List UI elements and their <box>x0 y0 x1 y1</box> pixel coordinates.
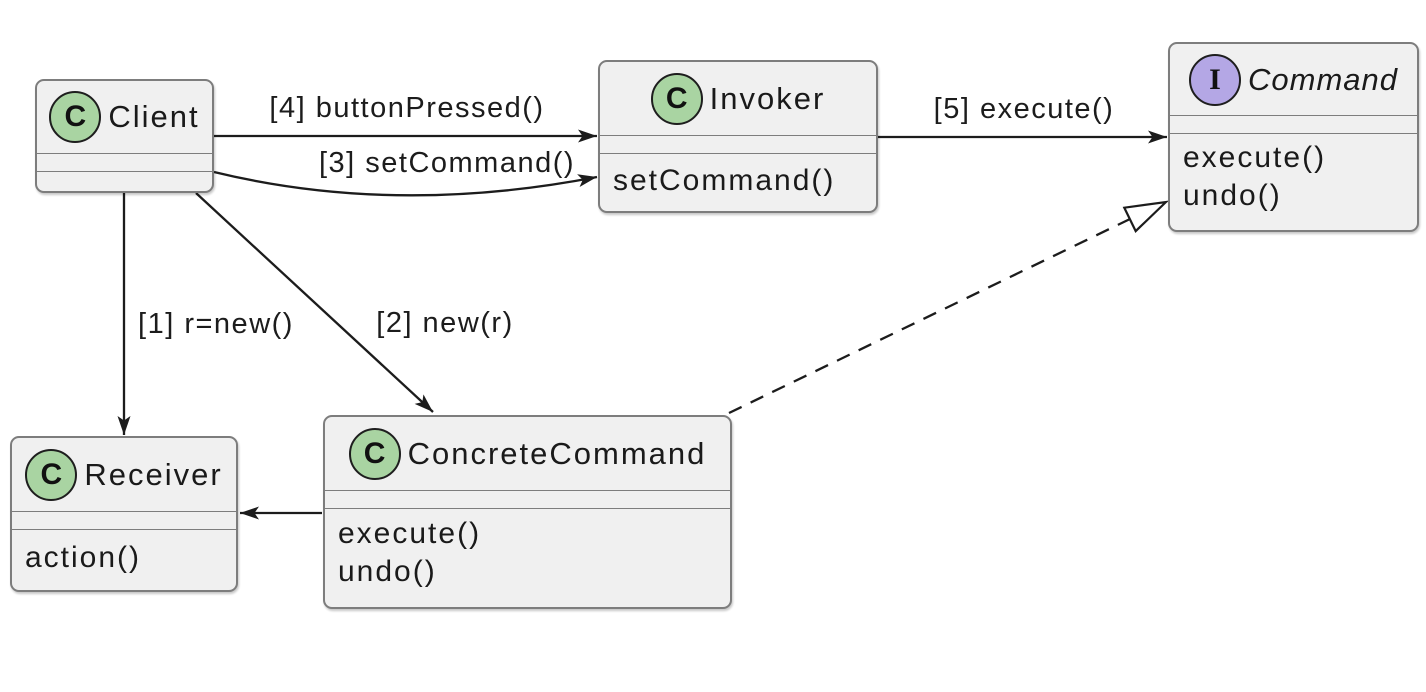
receiver-attributes-compartment <box>12 511 236 530</box>
class-box-receiver: C Receiver action() <box>10 436 238 592</box>
interface-badge-icon: I <box>1189 53 1241 106</box>
method-execute: execute() <box>338 517 482 550</box>
class-header-receiver: C Receiver <box>12 438 236 511</box>
class-box-concrete-command: C ConcreteCommand execute() undo() <box>323 415 732 609</box>
interface-box-command: I Command execute() undo() <box>1168 42 1419 232</box>
client-methods-compartment <box>37 172 212 191</box>
edge-realizes-dashed-line <box>728 217 1131 415</box>
edge-label-new-r: [2] new(r) <box>376 307 514 339</box>
interface-name-command: Command <box>1248 61 1398 97</box>
concrete-command-methods-compartment: execute() undo() <box>325 509 730 607</box>
class-badge-icon: C <box>348 427 401 480</box>
interface-header-command: I Command <box>1170 44 1417 115</box>
class-badge-icon: C <box>49 91 102 143</box>
command-methods-compartment: execute() undo() <box>1170 134 1417 230</box>
class-name-receiver: Receiver <box>84 456 223 492</box>
class-header-invoker: C Invoker <box>600 62 876 135</box>
class-box-invoker: C Invoker setCommand() <box>598 60 878 213</box>
class-name-concrete-command: ConcreteCommand <box>407 435 707 471</box>
command-attributes-compartment <box>1170 115 1417 134</box>
realization-hollow-triangle-icon <box>1122 200 1170 233</box>
class-header-concrete-command: C ConcreteCommand <box>325 417 730 490</box>
method-execute: execute() <box>1183 141 1327 174</box>
edge-label-set-command: [3] setCommand() <box>318 147 576 179</box>
edge-label-execute: [5] execute() <box>933 93 1115 125</box>
method-undo: undo() <box>1183 179 1282 212</box>
class-name-client: Client <box>108 99 200 134</box>
concrete-command-attributes-compartment <box>325 490 730 509</box>
receiver-methods-compartment: action() <box>12 530 236 590</box>
method-set-command: setCommand() <box>613 164 836 197</box>
method-action: action() <box>25 541 142 574</box>
invoker-methods-compartment: setCommand() <box>600 154 876 211</box>
method-undo: undo() <box>338 555 437 588</box>
class-box-client: C Client <box>35 79 214 193</box>
class-header-client: C Client <box>37 81 212 153</box>
edge-label-r-new: [1] r=new() <box>138 308 294 340</box>
edge-new-r-line <box>195 192 434 413</box>
class-name-invoker: Invoker <box>709 80 826 116</box>
class-badge-icon: C <box>25 448 78 501</box>
client-attributes-compartment <box>37 153 212 172</box>
class-badge-icon: C <box>650 72 703 125</box>
edge-label-button-pressed: [4] buttonPressed() <box>269 92 545 124</box>
invoker-attributes-compartment <box>600 135 876 154</box>
